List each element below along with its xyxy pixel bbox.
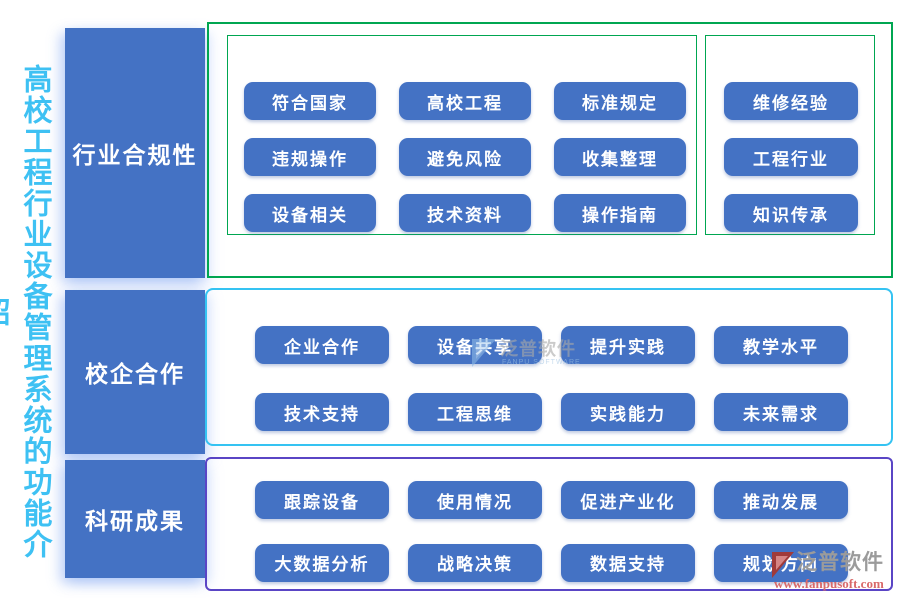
- feature-tag: 实践能力: [561, 393, 695, 431]
- feature-group: 跟踪设备 使用情况 促进产业化 推动发展 大数据分析 战略决策 数据支持 规划方…: [205, 457, 893, 591]
- fanpu-logo-icon: [772, 552, 794, 578]
- feature-tag: 避免风险: [399, 138, 531, 176]
- feature-tag: 促进产业化: [561, 481, 695, 519]
- feature-tag: 战略决策: [408, 543, 542, 582]
- feature-tag: 设备相关: [244, 194, 376, 232]
- watermark-brand: 泛普软件: [500, 339, 576, 359]
- watermark-url: www.fanpusoft.com: [774, 576, 884, 591]
- feature-group: 符合国家 高校工程 标准规定 违规操作 避免风险 收集整理 设备相关 技术资料 …: [227, 35, 697, 235]
- section-frame: [207, 22, 893, 278]
- watermark-brand: 泛普软件: [796, 550, 884, 574]
- feature-tag: 标准规定: [554, 82, 686, 120]
- feature-tag: 工程思维: [408, 393, 542, 431]
- section-label: 行业合规性: [65, 28, 205, 278]
- section-label: 校企合作: [65, 290, 205, 454]
- feature-tag: 未来需求: [714, 393, 848, 431]
- feature-tag: 提升实践: [561, 326, 695, 364]
- feature-tag: 技术支持: [255, 393, 389, 431]
- feature-tag: 跟踪设备: [255, 481, 389, 519]
- feature-tag: 推动发展: [714, 481, 848, 519]
- feature-group: 企业合作 设备共享 提升实践 教学水平 技术支持 工程思维 实践能力 未来需求: [205, 288, 893, 446]
- feature-tag: 符合国家: [244, 82, 376, 120]
- feature-tag: 收集整理: [554, 138, 686, 176]
- feature-tag: 维修经验: [724, 82, 858, 120]
- feature-tag: 数据支持: [561, 543, 695, 582]
- feature-group: 维修经验 工程行业 知识传承: [705, 35, 875, 235]
- feature-tag: 企业合作: [255, 326, 389, 364]
- feature-tag: 工程行业: [724, 138, 858, 176]
- feature-tag: 违规操作: [244, 138, 376, 176]
- watermark-subtext: FANPU SOFTWARE: [502, 359, 581, 366]
- feature-tag: 知识传承: [724, 194, 858, 232]
- fanpu-logo-icon: [472, 339, 496, 367]
- feature-tag: 教学水平: [714, 326, 848, 364]
- feature-tag: 高校工程: [399, 82, 531, 120]
- section-label: 科研成果: [65, 460, 205, 578]
- feature-tag: 使用情况: [408, 481, 542, 519]
- feature-tag: 技术资料: [399, 194, 531, 232]
- page-title: 高校工程行业设备管理系统的功能介绍: [0, 64, 51, 560]
- feature-tag: 操作指南: [554, 194, 686, 232]
- feature-tag: 大数据分析: [255, 543, 389, 582]
